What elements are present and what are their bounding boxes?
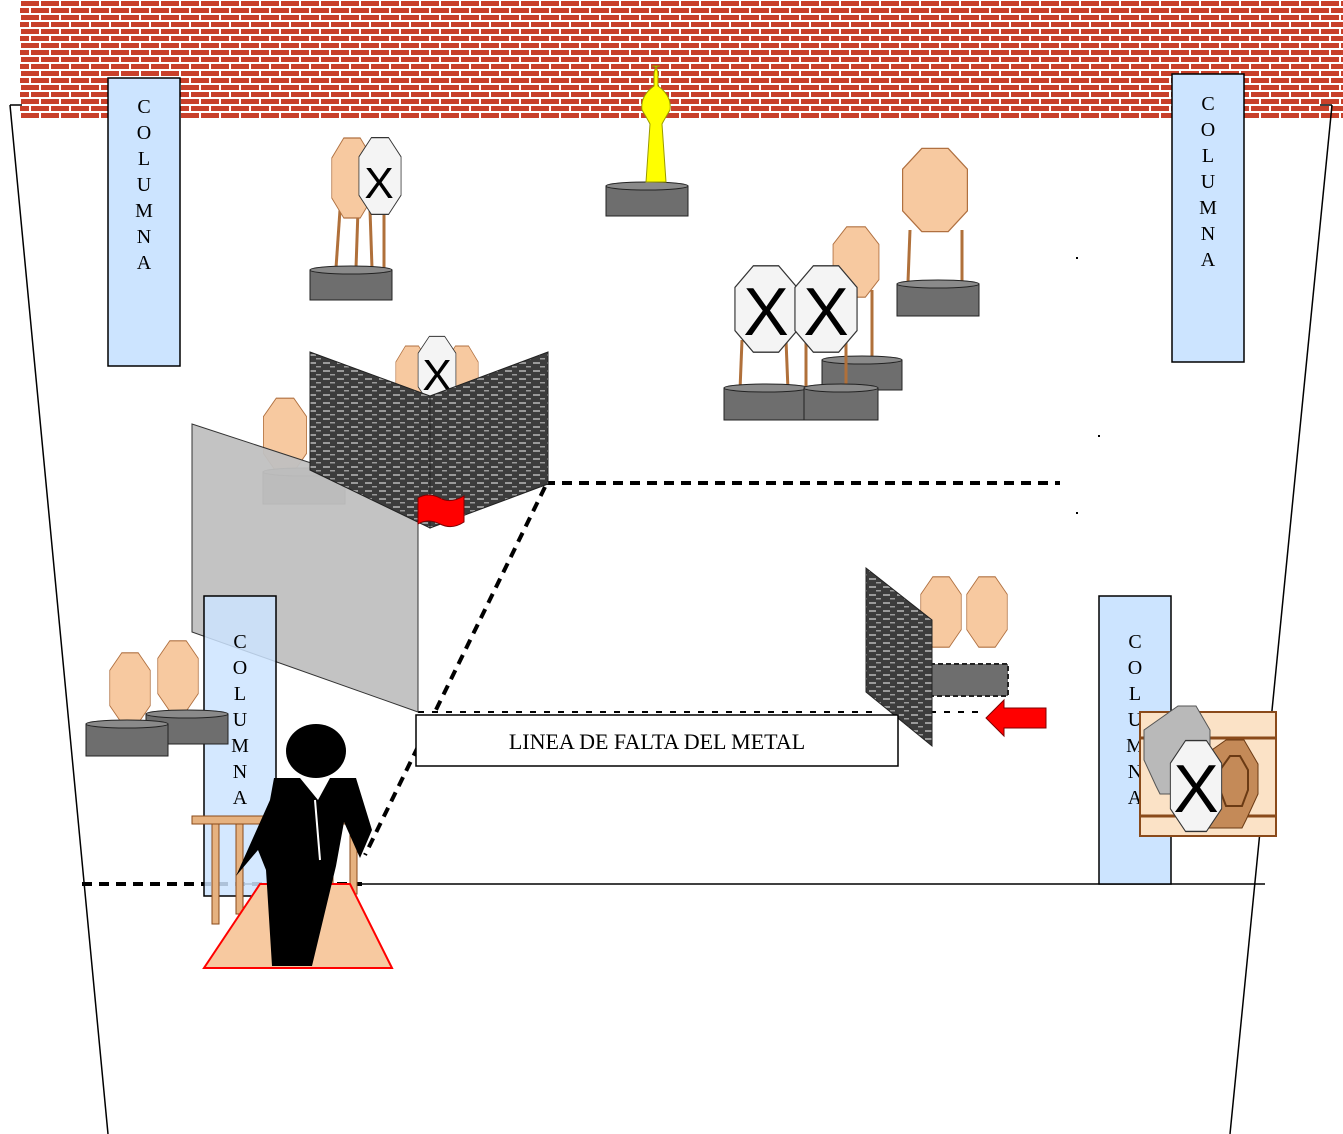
ipsc-target-stand: X xyxy=(1139,705,1277,837)
mesh-barricade-v xyxy=(309,351,549,529)
shooter-figure xyxy=(236,724,372,966)
fault-line-box: LINEA DE FALTA DEL METAL xyxy=(415,714,899,767)
popper xyxy=(605,65,689,217)
stray-dots xyxy=(1076,257,1100,514)
fault-line-label: LINEA DE FALTA DEL METAL xyxy=(509,729,805,754)
barrel xyxy=(896,279,980,317)
stage-outline xyxy=(9,104,1333,1134)
paper-target xyxy=(901,147,969,283)
mesh-barricade xyxy=(865,566,933,748)
barrel xyxy=(723,383,809,421)
start-flag xyxy=(417,494,465,528)
no-shoot-mark: X xyxy=(803,274,848,350)
paper-target-pair: X xyxy=(331,137,402,269)
brick-wall xyxy=(20,0,1343,118)
barrel xyxy=(309,265,393,301)
paper-target-pair xyxy=(920,576,1008,648)
barrel xyxy=(85,719,169,757)
no-shoot-target: X xyxy=(734,265,798,391)
moving-platform xyxy=(929,663,1009,697)
barrel xyxy=(821,355,903,391)
direction-arrow xyxy=(985,698,1047,738)
no-shoot-mark: X xyxy=(1173,751,1218,827)
no-shoot-mark: X xyxy=(743,274,788,350)
no-shoot-target: X xyxy=(794,265,858,390)
no-shoot-mark: X xyxy=(364,159,393,208)
barrel xyxy=(803,383,879,421)
